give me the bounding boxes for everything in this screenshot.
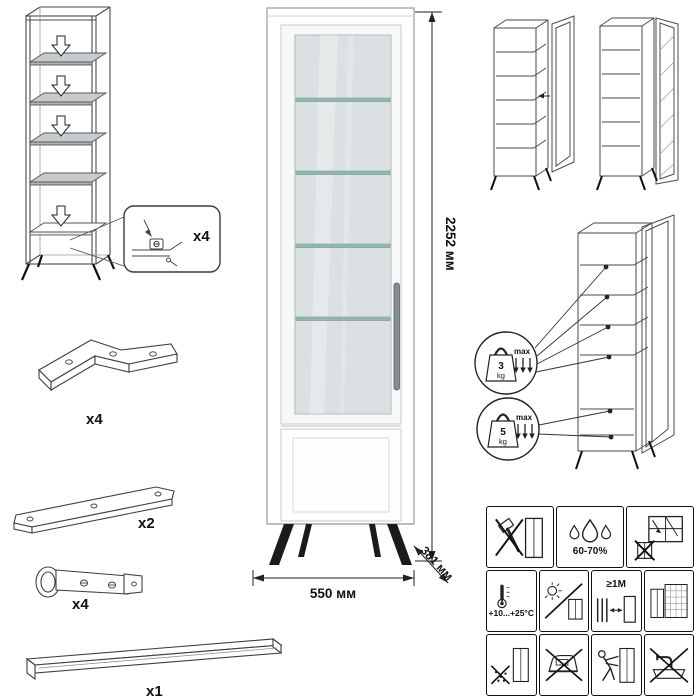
- care-icon-no-water: [643, 634, 694, 696]
- width-dimension-label: 550 мм: [310, 586, 356, 601]
- no-water-icon: [649, 647, 689, 683]
- care-row: [486, 634, 694, 696]
- load-value: 5: [500, 427, 506, 438]
- depth-dimension-label: 381 мм: [418, 543, 456, 583]
- insert-arrow-icons: [50, 35, 72, 227]
- temperature-icon: [497, 584, 510, 609]
- care-row: 60-70%: [486, 506, 694, 568]
- min-distance-label: ≥1M: [606, 578, 626, 590]
- care-icon-wall-mount: [643, 570, 694, 632]
- down-arrows: [517, 424, 533, 434]
- load-unit: kg: [499, 437, 507, 446]
- load-limit-3kg: 3 kg max: [474, 331, 538, 395]
- glass-door: [280, 24, 402, 425]
- care-row: +10...+25°C ≥1M: [486, 570, 694, 632]
- load-limit-5kg: 5 kg max: [476, 397, 540, 461]
- wall-mount-icon: [650, 583, 688, 619]
- care-icon-no-iron: [538, 634, 589, 696]
- lower-door: [280, 425, 402, 522]
- part-count-label: x4: [193, 228, 210, 245]
- shelf-load-diagram: 3 kg max 5 kg max: [474, 214, 675, 470]
- handle-part-drawing: [25, 637, 283, 681]
- shelf-markers: [603, 264, 614, 440]
- shelves: [28, 52, 108, 236]
- part-count-label: x4: [86, 411, 103, 428]
- cabinet-wireframe: [577, 214, 675, 454]
- care-icon-no-hammer: [486, 506, 554, 568]
- care-icon-heat-distance: ≥1M: [591, 570, 642, 632]
- move-carefully-icon: [598, 647, 635, 683]
- no-sunlight-icon: [544, 582, 583, 620]
- hinge-part-drawing: [35, 566, 143, 598]
- load-note: max: [516, 413, 533, 422]
- cabinet-legs: [269, 524, 412, 565]
- height-dimension-label: 2252 мм: [443, 217, 458, 271]
- glass-shelves: [295, 97, 391, 321]
- part-count-label: x4: [72, 596, 89, 613]
- part-count-label: x2: [138, 515, 155, 532]
- load-value: 3: [498, 361, 504, 372]
- rail-part-drawing: [13, 486, 175, 534]
- part-count-label: x1: [146, 683, 163, 700]
- humidity-range-label: 60-70%: [572, 545, 608, 557]
- load-note: max: [514, 347, 531, 356]
- care-instructions-grid: 60-70%: [486, 506, 694, 696]
- leader-lines: [534, 266, 612, 438]
- care-icon-temperature: +10...+25°C: [486, 570, 537, 632]
- leg-part-drawing: [38, 339, 178, 392]
- door-assembly-drawing-left: [490, 15, 575, 191]
- care-icon-no-debris: [486, 634, 537, 696]
- temperature-range-label: +10...+25°C: [488, 608, 534, 619]
- load-unit: kg: [497, 371, 505, 380]
- care-icon-no-draft: [626, 506, 694, 568]
- down-arrows: [515, 358, 531, 368]
- heat-distance-icon: [597, 595, 637, 623]
- humidity-icon: [569, 518, 612, 542]
- no-hammer-icon: [495, 517, 543, 559]
- bracket-detail-callout: [123, 205, 221, 273]
- care-icon-no-sunlight: [538, 570, 589, 632]
- width-dimension: 550 мм: [252, 570, 415, 601]
- main-cabinet-render: 2252 мм 550 мм 381 мм: [252, 7, 458, 601]
- no-debris-icon: [491, 647, 530, 685]
- door-assembly-drawing-right: [596, 17, 679, 191]
- no-iron-icon: [545, 648, 583, 682]
- no-draft-icon: [634, 515, 683, 561]
- exploded-cabinet-drawing: [20, 6, 221, 281]
- depth-dimension: 381 мм: [413, 543, 456, 584]
- door-handle: [393, 282, 400, 391]
- care-icon-move-carefully: [591, 634, 642, 696]
- care-icon-humidity: 60-70%: [556, 506, 624, 568]
- height-dimension: 2252 мм: [415, 11, 458, 562]
- legs: [20, 254, 116, 281]
